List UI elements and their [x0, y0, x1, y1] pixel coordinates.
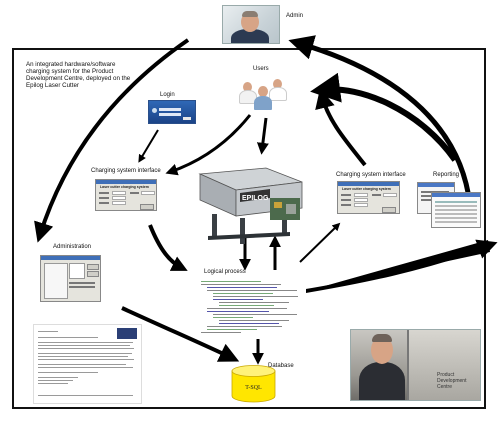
charging-left-label: Charging system interface — [91, 168, 161, 174]
arrow-reporting-to-users — [310, 72, 458, 162]
administration-label: Administration — [53, 244, 92, 250]
database-cylinder: T-SQL — [231, 365, 276, 403]
reporting-screens — [417, 182, 485, 232]
charging-right-screen: Laser cutter charging system — [337, 181, 400, 214]
laser-cutter-machine: EPILOG — [198, 167, 303, 244]
pdc-sign-text: Product Development Centre — [437, 372, 467, 390]
user-icon — [152, 108, 157, 113]
arrow-logical-to-charging-right — [299, 222, 341, 263]
pdc-photo: Product Development Centre — [351, 330, 480, 400]
arrow-users-to-charging-left — [165, 114, 252, 176]
logical-process-code — [199, 279, 306, 339]
arrow-right-to-admin — [288, 35, 473, 206]
charging-left-screen: Laser cutter charging system — [95, 179, 157, 211]
arrow-users-to-machine — [256, 117, 269, 155]
arrow-right-charging-to-users — [315, 88, 367, 167]
arrow-administration-to-database — [121, 306, 240, 362]
arrow-login-to-charging — [138, 129, 159, 163]
charging-right-label: Charging system interface — [336, 172, 406, 178]
arrow-charging-to-logical — [148, 224, 188, 271]
db-cylinder-text: T-SQL — [245, 385, 262, 391]
intro-text: An integrated hardware/software charging… — [26, 61, 131, 89]
users-photo — [239, 76, 291, 110]
login-screen — [148, 100, 196, 124]
login-label: Login — [160, 92, 175, 98]
charging-right-title: Laser cutter charging system — [342, 187, 391, 191]
logical-process-label: Logical process — [204, 269, 246, 275]
database-label: Database — [268, 363, 294, 369]
arrow-admin-to-administration — [34, 38, 190, 243]
machine-brand: EPILOG — [242, 195, 269, 202]
admin-label: Admin — [286, 13, 304, 19]
document-thumbnail — [34, 325, 141, 403]
document-logo — [117, 328, 137, 339]
admin-photo — [223, 6, 279, 43]
reporting-label: Reporting — [433, 172, 460, 178]
charging-left-title: Laser cutter charging system — [100, 185, 149, 189]
users-label: Users — [253, 66, 269, 72]
administration-screen — [40, 255, 101, 302]
